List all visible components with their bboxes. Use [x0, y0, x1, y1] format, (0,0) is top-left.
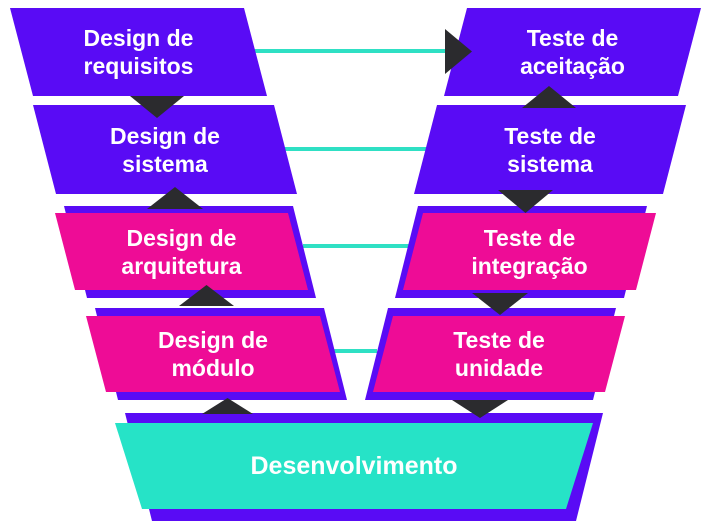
stage-design-requisitos-label: Design de requisitos — [83, 25, 194, 79]
stage-teste-integracao-label: Teste de integração — [471, 224, 588, 279]
connector-line-level-3 — [303, 244, 409, 248]
connector-line-level-1 — [253, 49, 447, 53]
stage-teste-unidade-label: Teste de unidade — [453, 327, 545, 381]
connector-line-level-4 — [334, 349, 377, 353]
stage-teste-aceitacao: Teste de aceitação — [444, 8, 701, 96]
stage-desenvolvimento-label: Desenvolvimento — [250, 452, 458, 480]
stage-teste-integracao: Teste de integração — [403, 213, 656, 290]
stage-design-sistema: Design de sistema — [33, 105, 297, 194]
stage-design-arquitetura-label: Design de arquitetura — [121, 224, 242, 279]
stage-teste-unidade: Teste de unidade — [373, 316, 625, 392]
stage-teste-sistema-label: Teste de sistema — [504, 122, 596, 177]
stage-design-modulo: Design de módulo — [86, 316, 340, 392]
stage-teste-aceitacao-label: Teste de aceitação — [520, 25, 625, 79]
stage-design-sistema-label: Design de sistema — [110, 122, 220, 177]
arrow-up-icon-left-4 — [202, 398, 253, 414]
stage-design-arquitetura: Design de arquitetura — [55, 213, 308, 290]
stage-design-requisitos: Design de requisitos — [10, 8, 267, 96]
stage-teste-sistema: Teste de sistema — [414, 105, 686, 194]
connector-line-level-2 — [283, 147, 428, 151]
stage-desenvolvimento: Desenvolvimento — [115, 423, 593, 509]
stage-design-modulo-label: Design de módulo — [158, 327, 268, 381]
